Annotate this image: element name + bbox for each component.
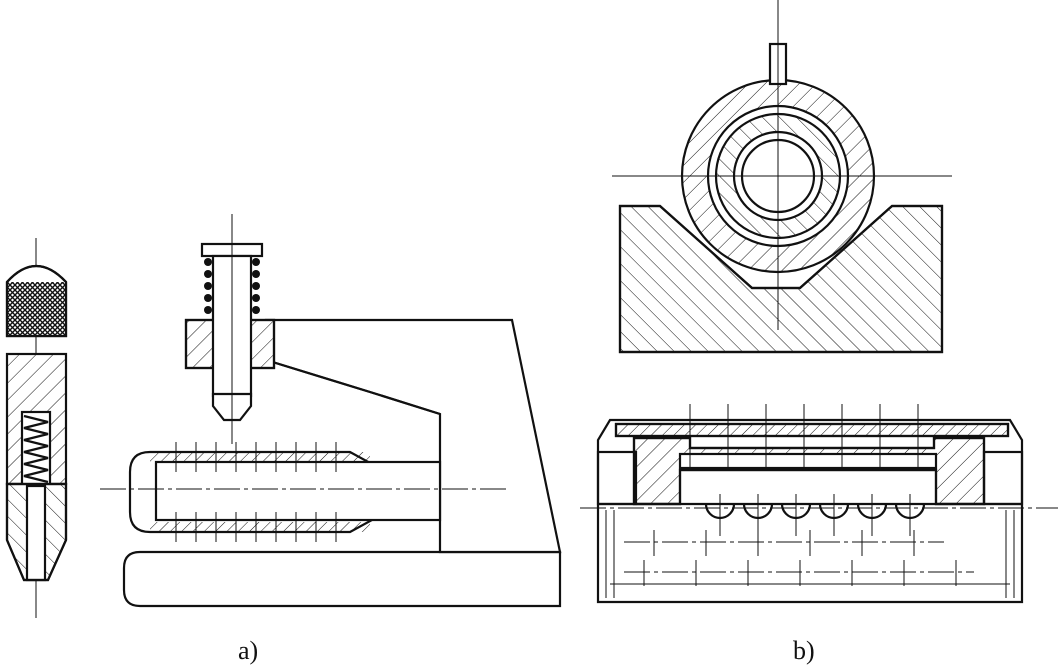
plunger-pin-detail — [5, 238, 68, 618]
cylinder-surface-lines — [605, 510, 1015, 598]
hole-marks — [175, 442, 337, 542]
insert-bar — [678, 452, 938, 470]
v-block-view — [612, 0, 952, 354]
cross-ticks — [643, 530, 957, 586]
caption-a: a) — [238, 636, 259, 665]
mandrel — [154, 460, 442, 522]
caption-b: b) — [793, 636, 815, 665]
hole-axes — [689, 404, 919, 536]
cylinder-section — [580, 404, 1058, 604]
fixture-a — [100, 214, 562, 608]
internal-centerlines — [624, 541, 974, 573]
base-plate — [122, 550, 562, 608]
coil-spring-icon — [204, 258, 260, 314]
spring-icon — [23, 414, 49, 484]
